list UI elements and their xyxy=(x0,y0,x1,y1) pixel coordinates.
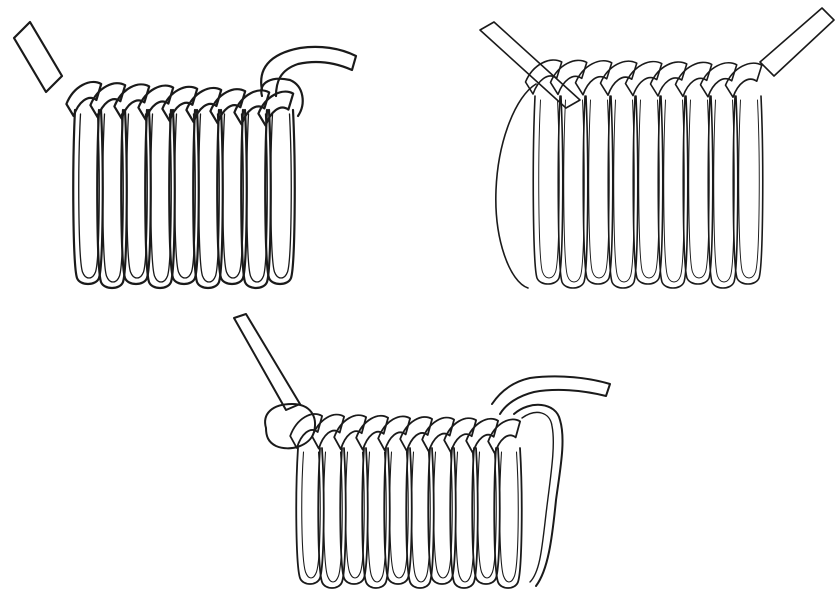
coil-figure-upper-left xyxy=(14,22,356,288)
coil-loop-inner xyxy=(564,100,584,282)
coil-loop-inner xyxy=(714,100,734,282)
coil-figure-upper-right xyxy=(480,8,834,288)
coil-top-wrap xyxy=(66,82,101,116)
coil-loop-inner xyxy=(664,100,684,282)
coil-figure-lower-center xyxy=(234,314,610,588)
coil-loop-inner xyxy=(639,100,659,278)
coil-loop-inner xyxy=(689,100,709,278)
coil-loop-inner xyxy=(589,100,609,278)
coil-loop-inner xyxy=(539,100,559,278)
coil-loop-inner xyxy=(739,100,759,278)
coil-loop-inner xyxy=(271,114,291,278)
coil-loop-inner xyxy=(500,452,518,582)
coil-loop-inner xyxy=(614,100,634,282)
